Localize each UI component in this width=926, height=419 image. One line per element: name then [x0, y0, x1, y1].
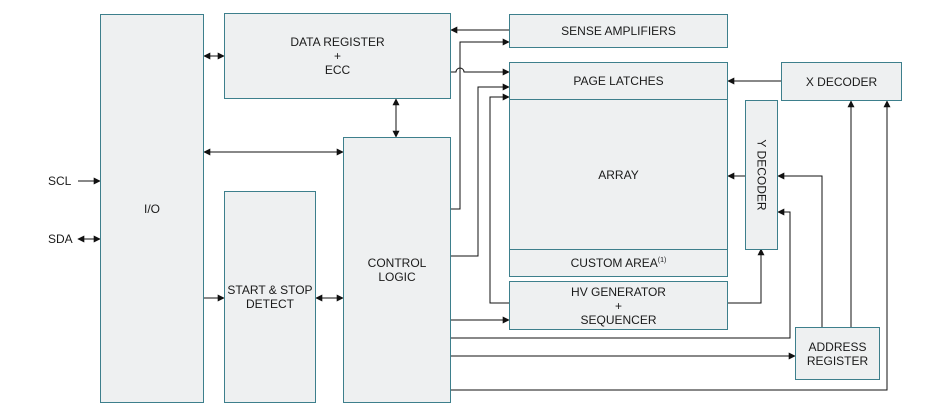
control-logic-label-line1: CONTROL — [367, 256, 427, 270]
start-stop-detect-block: START & STOP DETECT — [224, 191, 316, 403]
y-decoder-label: Y DECODER — [754, 139, 769, 211]
y-decoder-block: Y DECODER — [745, 100, 778, 250]
custom-area-block: CUSTOM AREA(1) — [509, 249, 728, 277]
control-logic-block: CONTROL LOGIC — [343, 137, 451, 403]
data-register-block: DATA REGISTER + ECC — [224, 13, 451, 99]
io-block: I/O — [100, 14, 204, 403]
custom-area-label: CUSTOM AREA(1) — [570, 256, 667, 270]
start-stop-label-line1: START & STOP — [227, 283, 313, 297]
data-register-ecc: ECC — [324, 63, 351, 77]
custom-area-footnote: (1) — [657, 257, 667, 264]
data-register-plus: + — [333, 49, 341, 63]
array-block: ARRAY — [509, 99, 728, 250]
hv-generator-plus: + — [614, 298, 622, 313]
address-register-label-line2: REGISTER — [806, 353, 869, 368]
hv-generator-label: HV GENERATOR — [571, 284, 666, 299]
x-decoder-label: X DECODER — [805, 74, 878, 89]
control-logic-label-line2: LOGIC — [378, 270, 416, 284]
hv-generator-sequencer: SEQUENCER — [580, 312, 657, 327]
scl-pin-label: SCL — [48, 174, 72, 188]
page-latches-label: PAGE LATCHES — [573, 74, 664, 88]
sense-amplifiers-block: SENSE AMPLIFIERS — [509, 14, 728, 48]
address-register-label-line1: ADDRESS — [808, 339, 867, 354]
start-stop-label-line2: DETECT — [246, 297, 294, 311]
array-label: ARRAY — [598, 167, 639, 182]
hv-generator-block: HV GENERATOR + SEQUENCER — [509, 281, 728, 330]
x-decoder-block: X DECODER — [781, 62, 902, 101]
page-latches-block: PAGE LATCHES — [509, 62, 728, 100]
data-register-label: DATA REGISTER — [290, 35, 385, 49]
address-register-block: ADDRESS REGISTER — [795, 327, 880, 380]
sense-amplifiers-label: SENSE AMPLIFIERS — [561, 24, 676, 38]
sda-pin-label: SDA — [48, 232, 73, 246]
io-label: I/O — [143, 201, 160, 216]
